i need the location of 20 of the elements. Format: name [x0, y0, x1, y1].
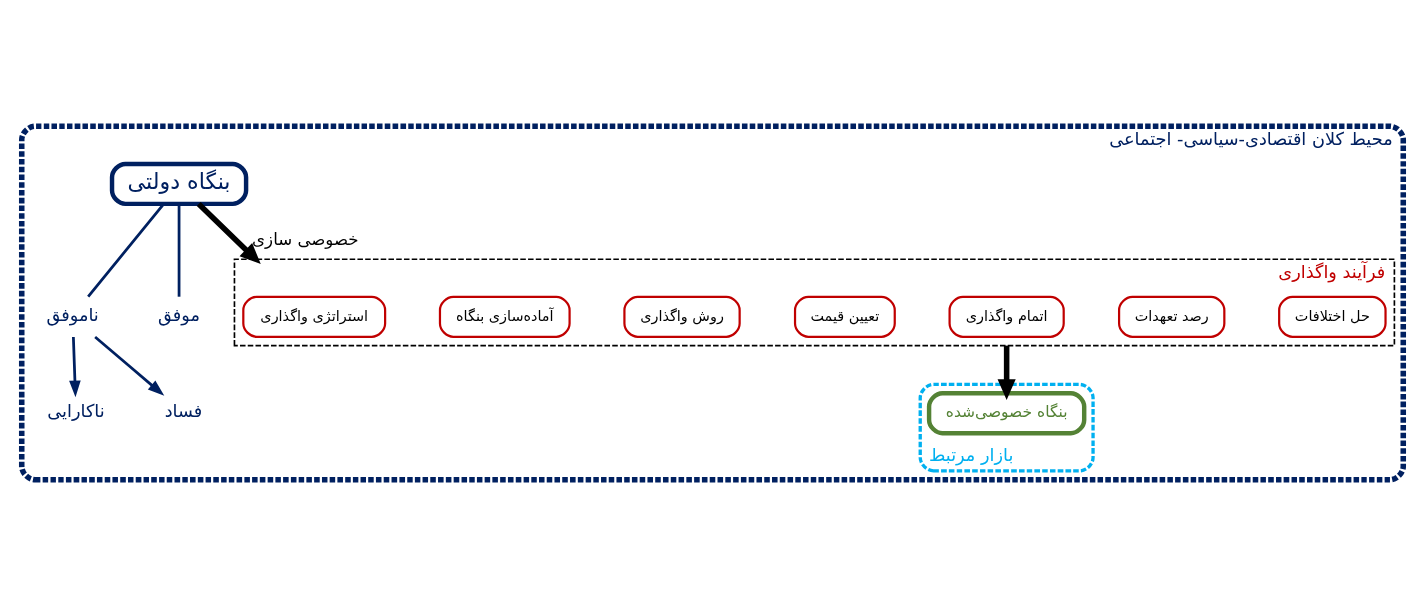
node-text: موفق [158, 305, 201, 326]
connector [177, 204, 181, 297]
node-box: بنگاه دولتی [109, 161, 249, 207]
node-box: تعیین قیمت [793, 295, 896, 338]
node-box: حل اختلافات [1278, 295, 1387, 338]
node-box: روش واگذاری [623, 295, 741, 338]
node-text: ناموفق [46, 305, 99, 326]
arrow [997, 345, 1016, 400]
node-box: آماده‌سازی بنگاه [438, 295, 571, 338]
connector [87, 203, 165, 298]
node-text: ناکارایی [47, 401, 105, 422]
node-box: بنگاه خصوصی‌شده [926, 391, 1087, 436]
arrow [69, 336, 81, 398]
edge-label: خصوصی سازی [252, 229, 359, 249]
node-box: اتمام واگذاری [948, 295, 1065, 338]
node-box: استراتژی واگذاری [242, 295, 387, 338]
node-box: رصد تعهدات [1118, 295, 1226, 338]
arrow [196, 202, 261, 265]
node-text: فساد [164, 401, 203, 422]
arrow [94, 335, 165, 396]
